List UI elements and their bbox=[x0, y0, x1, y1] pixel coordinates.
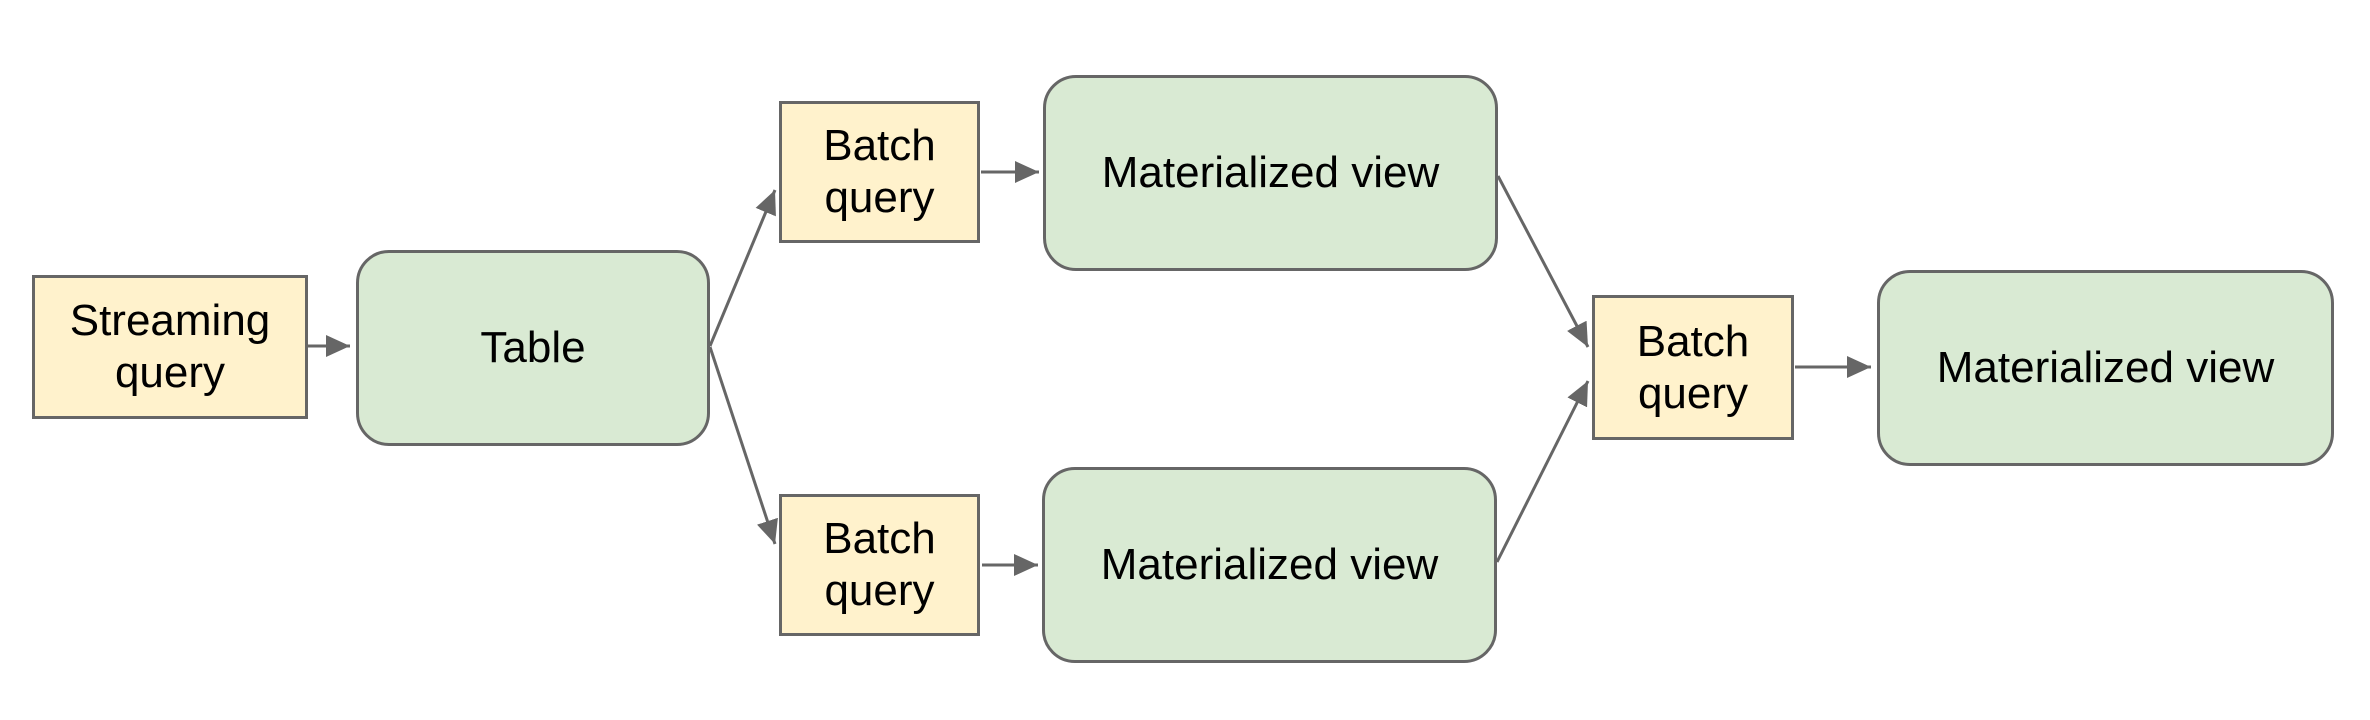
edge-materialized-view-bottom-to-batch-query-right bbox=[1495, 380, 1590, 563]
node-streaming-query-label: Streaming query bbox=[69, 296, 271, 397]
node-table-label: Table bbox=[480, 323, 586, 373]
node-streaming-query: Streaming query bbox=[32, 275, 308, 419]
node-batch-query-top-label: Batch query bbox=[823, 121, 936, 222]
node-batch-query-right: Batch query bbox=[1592, 295, 1794, 440]
edge-table-to-batch-query-top bbox=[708, 189, 777, 347]
node-materialized-view-final: Materialized view bbox=[1877, 270, 2334, 466]
node-materialized-view-top-label: Materialized view bbox=[1101, 148, 1440, 198]
node-materialized-view-top: Materialized view bbox=[1043, 75, 1498, 271]
node-batch-query-right-label: Batch query bbox=[1636, 316, 1750, 418]
edge-materialized-view-top-to-batch-query-right bbox=[1496, 175, 1590, 348]
node-batch-query-bottom-label: Batch query bbox=[823, 514, 936, 615]
node-batch-query-top: Batch query bbox=[779, 101, 980, 243]
node-materialized-view-final-label: Materialized view bbox=[1936, 343, 2275, 393]
node-batch-query-bottom: Batch query bbox=[779, 494, 980, 636]
node-materialized-view-bottom-label: Materialized view bbox=[1100, 540, 1439, 590]
node-table: Table bbox=[356, 250, 710, 446]
node-materialized-view-bottom: Materialized view bbox=[1042, 467, 1497, 663]
edge-table-to-batch-query-bottom bbox=[708, 346, 778, 545]
